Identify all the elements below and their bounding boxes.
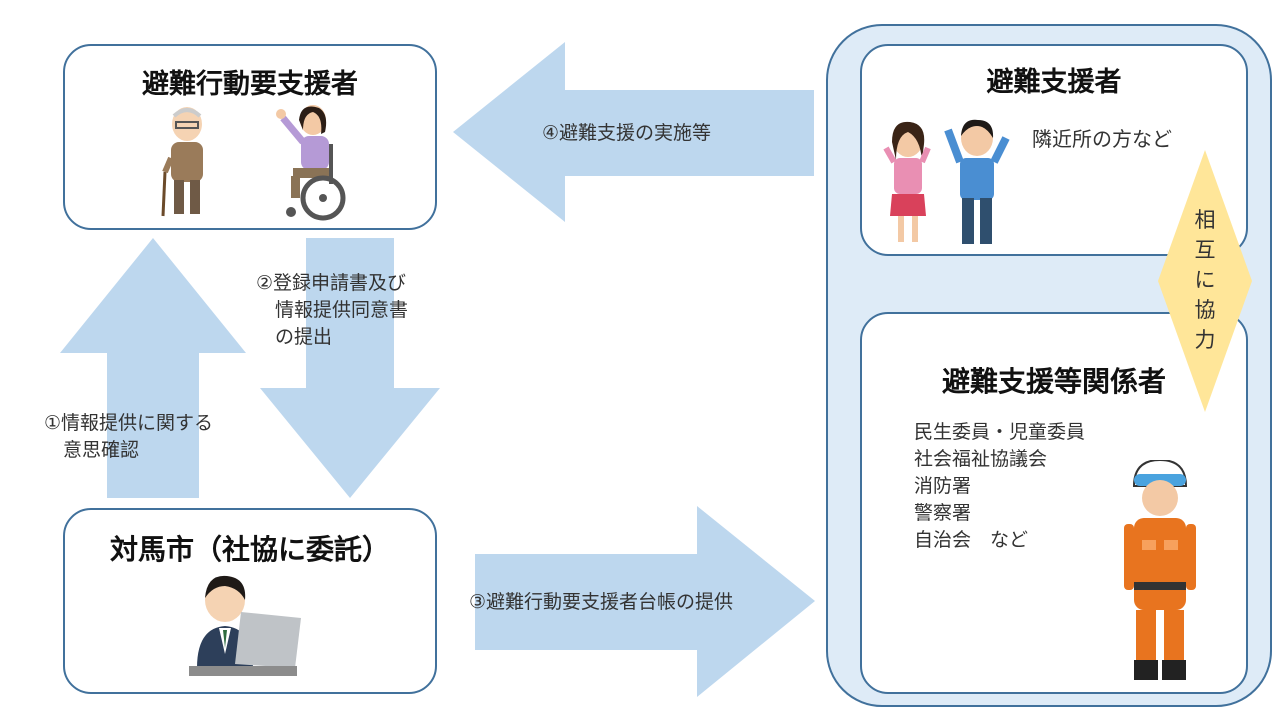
label-step2: ②登録申請書及び 情報提供同意書 の提出 <box>256 272 409 348</box>
office-worker-at-laptop-icon <box>189 575 301 676</box>
cheering-woman-icon <box>883 121 931 242</box>
mutual-char: 互 <box>1194 238 1216 262</box>
person-in-wheelchair-icon <box>276 105 346 221</box>
box-tsushima-city: 対馬市（社協に委託） <box>63 508 437 694</box>
arrow-step4 <box>453 42 814 222</box>
label-step4: ④避難支援の実施等 <box>542 122 712 144</box>
member-item: 自治会 など <box>914 529 1029 551</box>
member-item: 社会福祉協議会 <box>914 448 1048 470</box>
label-step1: ①情報提供に関する 意思確認 <box>44 412 214 461</box>
mutual-char: 相 <box>1194 208 1216 232</box>
supporters-note: 隣近所の方など <box>1032 127 1172 151</box>
member-item: 警察署 <box>914 502 972 524</box>
member-list: 民生委員・児童委員 社会福祉協議会 消防署 警察署 自治会 など <box>914 419 1085 554</box>
member-item: 消防署 <box>914 475 972 497</box>
label-step3: ③避難行動要支援者台帳の提供 <box>469 591 734 613</box>
arrow-step1 <box>60 238 246 498</box>
member-item: 民生委員・児童委員 <box>914 421 1086 443</box>
firefighter-icon <box>1124 460 1196 680</box>
mutual-char: 協 <box>1194 298 1216 322</box>
mutual-char: に <box>1194 268 1216 292</box>
arrow-step2 <box>260 238 440 498</box>
cheering-man-icon <box>944 119 1010 244</box>
mutual-char: 力 <box>1194 328 1216 352</box>
arrow-step3 <box>475 506 815 697</box>
box-title: 避難支援等関係者 <box>941 365 1166 398</box>
mutual-cooperation-diamond <box>1158 150 1252 412</box>
elderly-person-with-cane-icon <box>161 107 203 217</box>
box-evacuation-related-parties: 避難支援等関係者 民生委員・児童委員 社会福祉協議会 消防署 警察署 自治会 な… <box>860 312 1248 694</box>
box-title: 対馬市（社協に委託） <box>109 533 390 566</box>
box-evacuation-support-required: 避難行動要支援者 <box>63 44 437 230</box>
mutual-cooperation-label: 相 互 に 協 力 <box>1158 205 1252 355</box>
box-title: 避難行動要支援者 <box>142 69 358 100</box>
box-title: 避難支援者 <box>986 67 1122 98</box>
